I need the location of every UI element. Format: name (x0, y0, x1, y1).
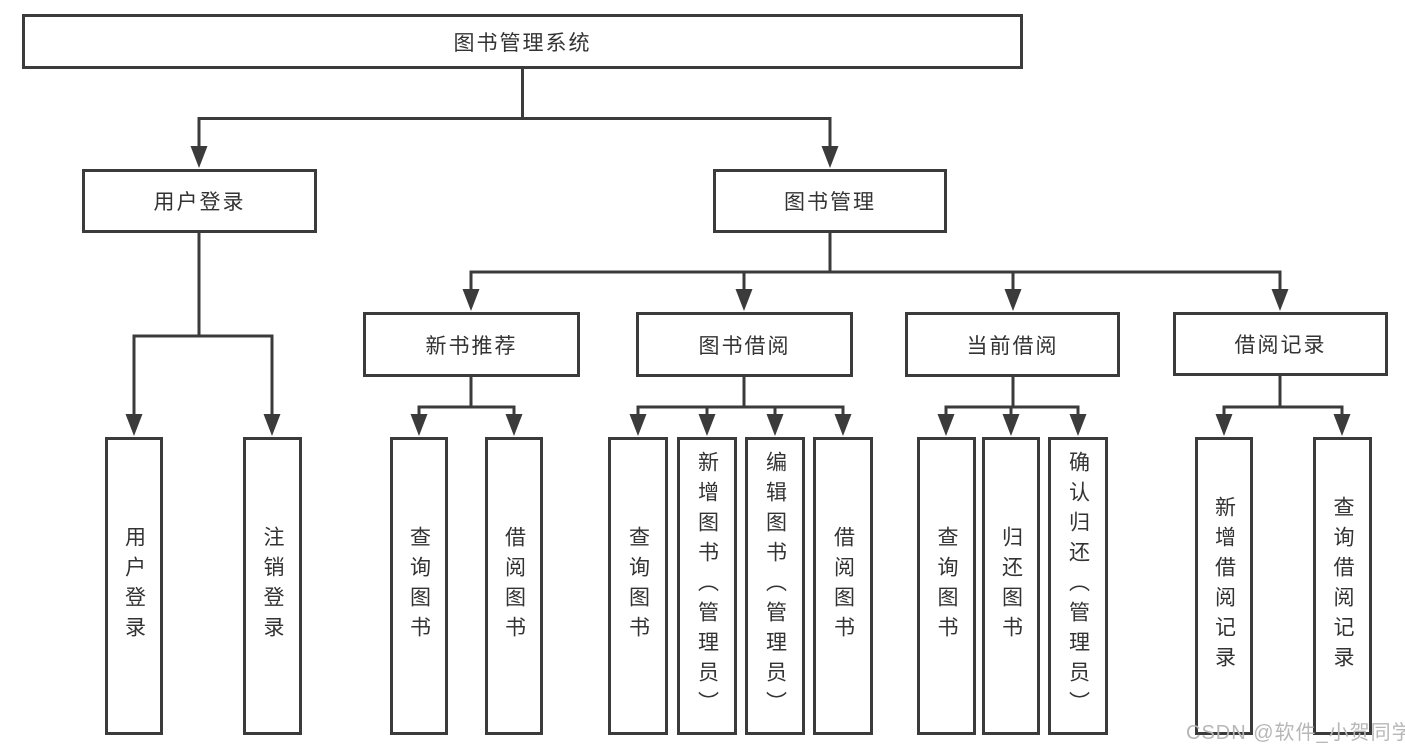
arrowhead-icon (937, 414, 955, 436)
arrowhead-icon (505, 414, 523, 436)
node-book-borrow: 图书借阅 (636, 312, 853, 377)
leaf-user-login: 用户登录 (105, 437, 163, 735)
leaf-label: 归还图书 (999, 526, 1023, 646)
leaf-label: 借阅图书 (502, 526, 526, 646)
arrowhead-icon (1271, 289, 1289, 311)
arrowhead-icon (1215, 414, 1233, 436)
leaf-label: 用户登录 (122, 526, 146, 646)
leaf-add-book-admin: 新增图书（管理员） (677, 437, 737, 735)
arrowhead-icon (735, 289, 753, 311)
leaf-borrow-books-recommend: 借阅图书 (485, 437, 543, 735)
leaf-logout: 注销登录 (243, 437, 302, 735)
node-borrow-records: 借阅记录 (1173, 312, 1388, 376)
arrowhead-icon (263, 414, 281, 436)
leaf-query-books-recommend: 查询图书 (390, 437, 448, 735)
leaf-query-borrow-record: 查询借阅记录 (1313, 437, 1372, 735)
node-new-book-recommend: 新书推荐 (363, 312, 580, 377)
leaf-query-books-borrow: 查询图书 (608, 437, 668, 735)
leaf-label: 借阅图书 (831, 526, 855, 646)
node-current-borrow: 当前借阅 (905, 312, 1120, 377)
connector-borrow-records (1215, 376, 1351, 436)
connector-user-login (125, 233, 281, 436)
connector-segment (132, 233, 274, 418)
arrowhead-icon (1002, 414, 1020, 436)
arrowhead-icon (821, 146, 839, 168)
csdn-watermark: CSDN @软件_小贺同学 (1186, 722, 1405, 744)
connector-book-management (462, 233, 1289, 311)
arrowhead-icon (834, 414, 852, 436)
connector-book-borrow (629, 377, 852, 436)
leaf-label: 注销登录 (261, 526, 284, 646)
arrowhead-icon (190, 146, 208, 168)
leaf-edit-book-admin: 编辑图书（管理员） (745, 437, 805, 735)
leaf-label: 编辑图书（管理员） (763, 451, 787, 721)
arrowhead-icon (1333, 414, 1351, 436)
node-book-management: 图书管理 (713, 169, 947, 233)
leaf-label: 确认归还（管理员） (1066, 451, 1090, 721)
connector-root (190, 69, 839, 168)
arrowhead-icon (698, 414, 716, 436)
arrowhead-icon (125, 414, 143, 436)
connector-segment (636, 377, 845, 418)
connector-segment (197, 69, 832, 150)
leaf-return-book: 归还图书 (982, 437, 1040, 735)
arrowhead-icon (1069, 414, 1087, 436)
node-root: 图书管理系统 (22, 14, 1023, 69)
arrowhead-icon (462, 289, 480, 311)
leaf-confirm-return-admin: 确认归还（管理员） (1048, 437, 1108, 735)
leaf-label: 查询图书 (626, 526, 650, 646)
arrowhead-icon (410, 414, 428, 436)
node-user-login-branch: 用户登录 (82, 169, 317, 233)
connector-segment (1222, 376, 1344, 418)
leaf-label: 查询图书 (935, 526, 958, 646)
arrowhead-icon (629, 414, 647, 436)
leaf-label: 查询借阅记录 (1331, 496, 1354, 676)
leaf-add-borrow-record: 新增借阅记录 (1195, 437, 1253, 735)
connector-current-borrow (937, 377, 1087, 436)
leaf-label: 新增借阅记录 (1212, 496, 1236, 676)
arrowhead-icon (1004, 289, 1022, 311)
connector-segment (944, 377, 1080, 418)
arrowhead-icon (766, 414, 784, 436)
leaf-query-books-current: 查询图书 (917, 437, 976, 735)
leaf-label: 查询图书 (407, 526, 431, 646)
connector-segment (469, 233, 1282, 293)
connector-segment (417, 377, 516, 418)
leaf-label: 新增图书（管理员） (695, 451, 719, 721)
connector-new-book-recommend (410, 377, 523, 436)
leaf-borrow-books: 借阅图书 (813, 437, 873, 735)
